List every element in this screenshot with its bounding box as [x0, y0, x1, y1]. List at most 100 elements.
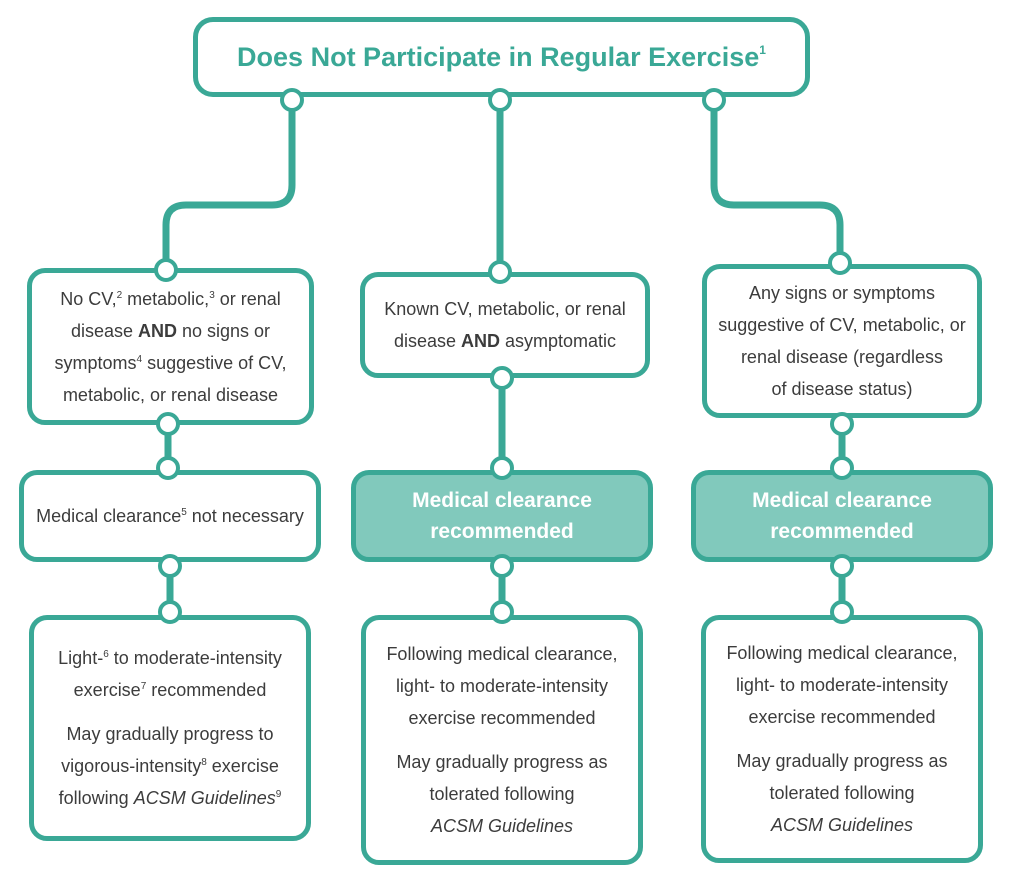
text-line: metabolic, or renal disease — [63, 379, 278, 411]
clearance-box-recommended-known-disease: Medical clearance recommended — [351, 470, 653, 562]
footnote-marker: 3 — [209, 289, 215, 301]
footnote-marker: 2 — [116, 289, 123, 301]
title-text: Does Not Participate in Regular Exercise — [237, 42, 760, 72]
footnote-marker: 7 — [140, 681, 147, 692]
title-footnote: 1 — [759, 43, 766, 57]
text-line: Light-6 to moderate-intensity — [58, 642, 282, 674]
footnote-marker: 6 — [103, 649, 109, 660]
text-line: renal disease (regardless — [741, 341, 943, 373]
text-run: Any signs or symptoms — [748, 283, 936, 303]
text-run: tolerated following — [429, 784, 575, 804]
text-run: exercise recommended — [408, 708, 596, 728]
text-run: recommended — [430, 520, 574, 543]
condition-box-signs-symptoms: Any signs or symptoms suggestive of CV, m… — [702, 264, 982, 418]
text-run: Medical clearance — [752, 489, 932, 512]
text-line: of disease status) — [771, 373, 912, 405]
text-line: light- to moderate-intensity — [736, 669, 948, 701]
text-line: Following medical clearance, — [386, 638, 617, 670]
text-run: not necessary — [186, 506, 304, 526]
node-col1-condition-bottom — [156, 412, 180, 436]
text-line: May gradually progress as — [736, 745, 947, 777]
node-title-col3 — [702, 88, 726, 112]
text-run: Following medical clearance, — [386, 644, 618, 664]
text-run: recommended — [770, 520, 914, 543]
text-line: May gradually progress as — [396, 746, 607, 778]
text-line: disease AND no signs or — [71, 315, 270, 347]
text-line: recommended — [770, 516, 914, 547]
text-line: ACSM Guidelines — [771, 809, 913, 841]
emphasis-text: AND — [137, 320, 177, 341]
text-run: or renal — [214, 288, 281, 309]
text-run: metabolic, or renal disease — [62, 384, 279, 405]
text-run: Medical clearance — [36, 506, 182, 526]
text-run: exercise — [206, 756, 279, 776]
node-col1-condition-top — [154, 258, 178, 282]
text-line: ACSM Guidelines — [431, 810, 573, 842]
text-line: exercise7 recommended — [74, 674, 267, 706]
node-col3-clearance-bottom — [830, 554, 854, 578]
text-run: May gradually progress as — [736, 751, 948, 771]
emphasis-text: AND — [461, 331, 500, 351]
italic-text: ACSM Guidelines — [133, 788, 276, 808]
text-line: May gradually progress to — [66, 718, 273, 750]
italic-text: ACSM Guidelines — [770, 815, 914, 835]
text-line: exercise recommended — [408, 702, 595, 734]
node-col2-clearance-bottom — [490, 554, 514, 578]
text-line: No CV,2 metabolic,3 or renal — [60, 283, 281, 315]
node-col2-condition-bottom — [490, 366, 514, 390]
text-run: asymptomatic — [500, 331, 617, 351]
text-run: May gradually progress to — [66, 724, 274, 744]
text-run: vigorous-intensity — [61, 756, 202, 776]
text-run: metabolic, — [122, 288, 210, 309]
node-col2-condition-top — [488, 260, 512, 284]
text-run: No CV, — [60, 288, 117, 309]
text-line: vigorous-intensity8 exercise — [61, 750, 279, 782]
text-run: Light- — [58, 648, 104, 668]
text-run: renal disease (regardless — [740, 347, 944, 367]
text-run: Following medical clearance, — [726, 643, 958, 663]
text-run: recommended — [146, 680, 267, 700]
italic-text: ACSM Guidelines — [430, 816, 574, 836]
node-col3-condition-bottom — [830, 412, 854, 436]
text-run: light- to moderate-intensity — [735, 675, 949, 695]
node-col3-condition-top — [828, 251, 852, 275]
node-col1-recommendation-top — [158, 600, 182, 624]
text-line: symptoms4 suggestive of CV, — [55, 347, 287, 379]
node-col1-clearance-bottom — [158, 554, 182, 578]
footnote-marker: 9 — [275, 789, 282, 800]
node-title-col2 — [488, 88, 512, 112]
node-col2-recommendation-top — [490, 600, 514, 624]
node-col3-recommendation-top — [830, 600, 854, 624]
text-line: Any signs or symptoms — [749, 277, 935, 309]
text-line: following ACSM Guidelines9 — [59, 782, 282, 814]
node-col1-clearance-top — [156, 456, 180, 480]
text-run: following — [58, 788, 134, 808]
text-run: suggestive of CV, metabolic, or — [718, 315, 966, 335]
text-run: May gradually progress as — [396, 752, 608, 772]
text-line: exercise recommended — [748, 701, 935, 733]
node-col2-clearance-top — [490, 456, 514, 480]
text-run: to moderate-intensity — [108, 648, 282, 668]
text-line: disease AND asymptomatic — [394, 325, 616, 357]
text-run: exercise — [73, 680, 141, 700]
node-title-col1 — [280, 88, 304, 112]
text-line: Medical clearance — [412, 485, 592, 516]
text-line: Following medical clearance, — [726, 637, 957, 669]
text-run: suggestive of CV, — [142, 352, 287, 373]
recommendation-box-symptoms: Following medical clearance, light- to mo… — [701, 615, 983, 863]
text-run: Known CV, metabolic, or renal — [384, 299, 626, 319]
text-run: light- to moderate-intensity — [395, 676, 609, 696]
text-run: of disease status) — [771, 379, 913, 399]
node-col3-clearance-top — [830, 456, 854, 480]
text-run: tolerated following — [769, 783, 915, 803]
text-line: tolerated following — [429, 778, 574, 810]
text-line: Medical clearance5 not necessary — [36, 500, 304, 532]
text-line: Known CV, metabolic, or renal — [384, 293, 625, 325]
text-run: symptoms — [54, 352, 137, 373]
text-line: Medical clearance — [752, 485, 932, 516]
text-line: suggestive of CV, metabolic, or — [718, 309, 965, 341]
